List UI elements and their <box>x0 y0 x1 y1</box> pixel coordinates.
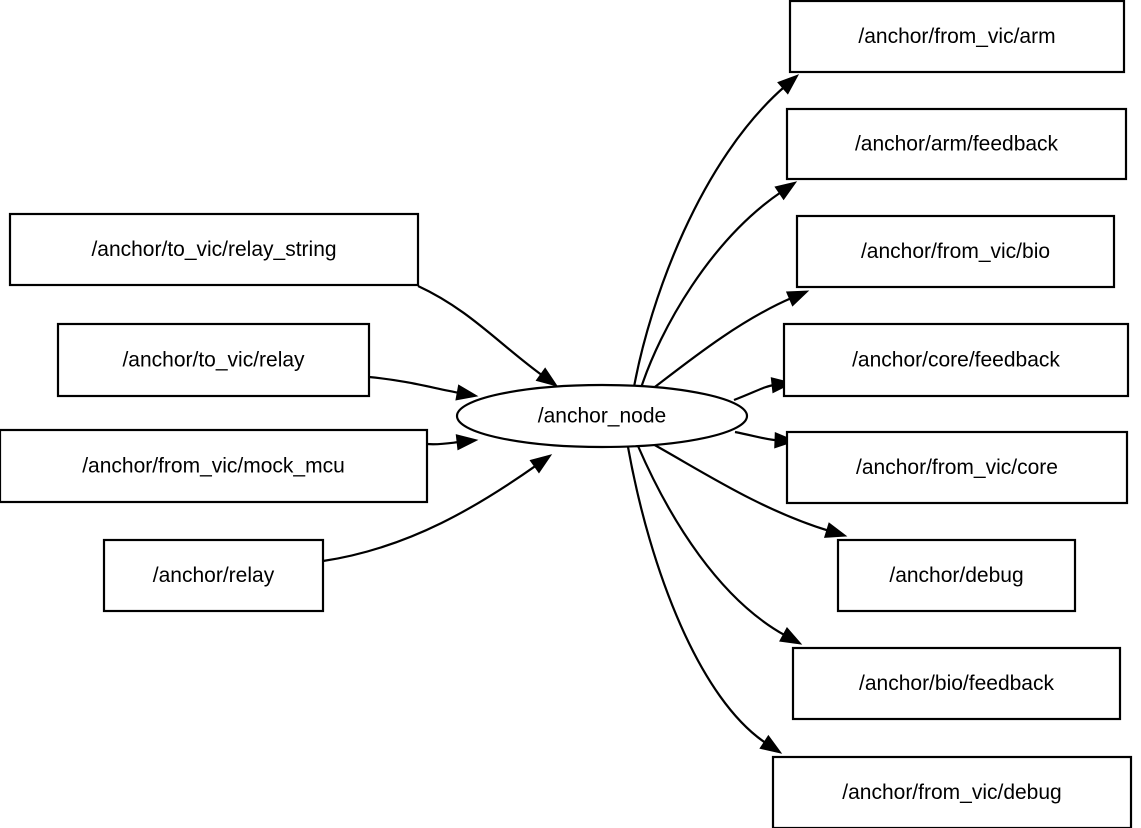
edge-arrowhead-e-in-1 <box>535 367 559 387</box>
node-to_vic_relay_string[interactable]: /anchor/to_vic/relay_string <box>8 212 420 287</box>
edge-e-out-5 <box>734 430 797 449</box>
node-anchor_node[interactable]: /anchor_node <box>455 383 749 449</box>
node-from_vic_mock_mcu[interactable]: /anchor/from_vic/mock_mcu <box>0 428 429 504</box>
node-box-arm_feedback <box>785 107 1128 181</box>
node-box-to_vic_relay_string <box>8 212 420 287</box>
node-box-core_feedback <box>782 322 1130 398</box>
edge-line-e-in-3 <box>426 440 461 446</box>
node-box-bio_feedback <box>791 646 1122 721</box>
edge-line-e-out-4 <box>733 383 776 402</box>
edge-arrowhead-e-out-2 <box>774 181 798 201</box>
node-label-from_vic_core: /anchor/from_vic/core <box>856 456 1058 479</box>
node-to_vic_relay[interactable]: /anchor/to_vic/relay <box>56 322 371 398</box>
edge-arrowhead-e-out-6 <box>823 522 848 538</box>
edge-e-in-3 <box>426 434 479 451</box>
edge-e-out-1 <box>632 74 800 388</box>
node-box-from_vic_bio <box>795 214 1116 289</box>
node-bio_feedback[interactable]: /anchor/bio/feedback <box>791 646 1122 721</box>
node-label-from_vic_mock_mcu: /anchor/from_vic/mock_mcu <box>82 455 345 478</box>
node-label-to_vic_relay: /anchor/to_vic/relay <box>122 349 305 372</box>
node-label-to_vic_relay_string: /anchor/to_vic/relay_string <box>91 238 336 261</box>
node-box-from_vic_arm <box>788 0 1126 74</box>
node-arm_feedback[interactable]: /anchor/arm/feedback <box>785 107 1128 181</box>
node-label-debug: /anchor/debug <box>889 564 1023 587</box>
edge-e-out-3 <box>650 290 810 391</box>
edge-line-e-in-4 <box>322 463 538 563</box>
edge-arrowhead-e-out-5 <box>774 432 797 449</box>
node-box-from_vic_debug <box>771 755 1133 828</box>
edge-arrowhead-e-out-7 <box>779 626 803 645</box>
edge-e-out-7 <box>636 445 803 645</box>
edge-line-e-in-1 <box>417 285 544 377</box>
edge-e-out-8 <box>626 446 783 754</box>
edge-arrowhead-e-in-4 <box>529 454 553 474</box>
node-from_vic_bio[interactable]: /anchor/from_vic/bio <box>795 214 1116 289</box>
node-box-from_vic_mock_mcu <box>0 428 429 504</box>
edge-line-e-out-6 <box>650 442 831 533</box>
node-from_vic_arm[interactable]: /anchor/from_vic/arm <box>788 0 1126 74</box>
node-from_vic_debug[interactable]: /anchor/from_vic/debug <box>771 755 1133 828</box>
edge-arrowhead-e-out-1 <box>777 74 800 95</box>
node-label-arm_feedback: /anchor/arm/feedback <box>855 133 1059 156</box>
edge-arrowhead-e-out-4 <box>770 377 794 394</box>
edge-line-e-out-5 <box>734 430 779 442</box>
node-label-from_vic_debug: /anchor/from_vic/debug <box>842 781 1061 804</box>
edge-e-out-2 <box>639 181 798 389</box>
edge-arrowhead-e-in-3 <box>455 434 479 451</box>
edge-e-in-2 <box>368 375 479 401</box>
edge-e-in-4 <box>322 454 553 563</box>
node-label-from_vic_bio: /anchor/from_vic/bio <box>861 240 1050 263</box>
node-from_vic_core[interactable]: /anchor/from_vic/core <box>785 430 1129 505</box>
edge-e-out-4 <box>733 377 794 402</box>
node-box-from_vic_core <box>785 430 1129 505</box>
edge-line-e-in-2 <box>368 375 461 395</box>
edge-e-out-6 <box>650 442 848 538</box>
edge-line-e-out-2 <box>639 190 783 389</box>
node-label-from_vic_arm: /anchor/from_vic/arm <box>858 25 1055 48</box>
node-label-relay: /anchor/relay <box>153 564 275 587</box>
edge-line-e-out-1 <box>632 85 786 388</box>
node-label-bio_feedback: /anchor/bio/feedback <box>859 672 1054 695</box>
node-box-to_vic_relay <box>56 322 371 398</box>
edge-line-e-out-3 <box>650 296 793 391</box>
edge-e-in-1 <box>417 285 559 387</box>
node-box-debug <box>836 538 1077 613</box>
node-ellipse-anchor_node <box>455 383 749 449</box>
edge-arrowhead-e-out-3 <box>785 290 810 307</box>
edge-arrowhead-e-in-2 <box>455 384 479 401</box>
edge-line-e-out-7 <box>636 445 787 637</box>
node-label-anchor_node: /anchor_node <box>538 405 666 428</box>
node-relay[interactable]: /anchor/relay <box>102 538 325 613</box>
node-box-relay <box>102 538 325 613</box>
node-label-core_feedback: /anchor/core/feedback <box>852 349 1060 372</box>
node-core_feedback[interactable]: /anchor/core/feedback <box>782 322 1130 398</box>
node-debug[interactable]: /anchor/debug <box>836 538 1077 613</box>
edges-layer <box>322 74 848 754</box>
edge-line-e-out-8 <box>626 446 768 745</box>
edge-arrowhead-e-out-8 <box>759 734 783 754</box>
